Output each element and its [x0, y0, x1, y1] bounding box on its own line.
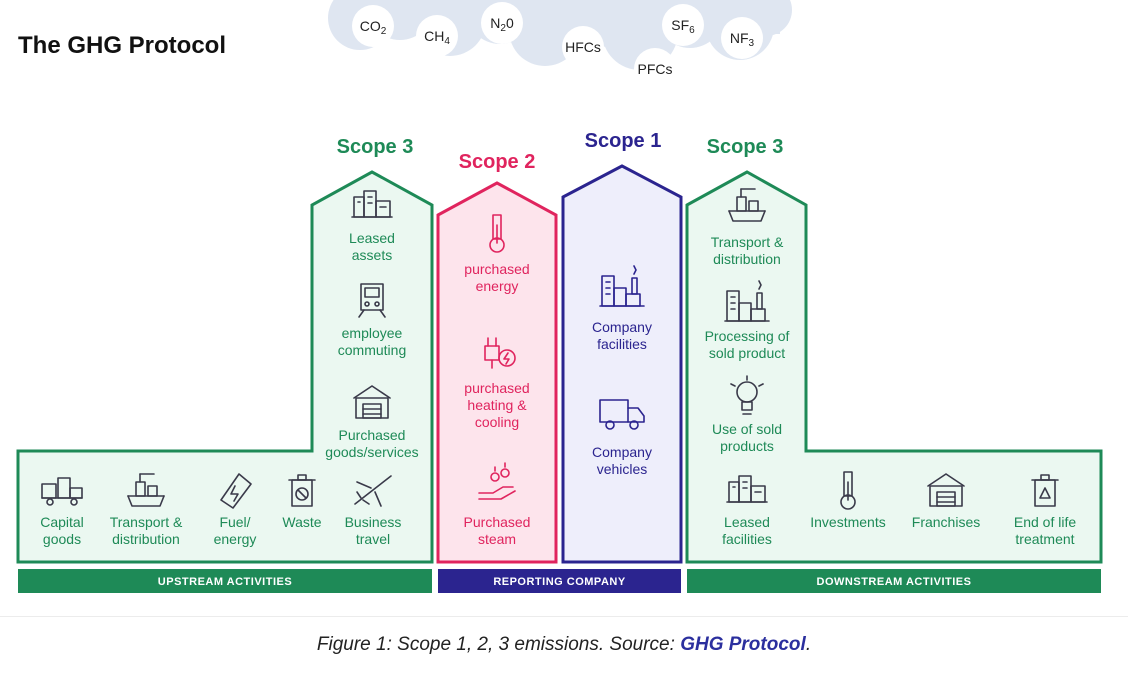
scope3-downstream-tower-label: products: [720, 438, 774, 454]
scope3-downstream-shape: [685, 170, 1103, 564]
scope3-downstream-tower-label: sold product: [709, 345, 785, 361]
factory-icon: [599, 265, 645, 307]
upstream-activities-band: [18, 569, 432, 593]
fuel-battery-icon: [220, 473, 252, 509]
steam-hand-icon: [478, 462, 516, 500]
scope3-upstream-tower-label: Leased: [349, 230, 395, 246]
gas-label: SF6: [671, 17, 695, 36]
franchise-store-icon: [927, 473, 965, 507]
downstream-activities-band: [687, 569, 1101, 593]
scope3-upstream-tower-label: employee: [342, 325, 403, 341]
figure-caption: Figure 1: Scope 1, 2, 3 emissions. Sourc…: [0, 634, 1128, 656]
upstream-item-label: energy: [214, 531, 257, 547]
scope1-item-label: Company: [592, 444, 652, 460]
scope2-item-label: energy: [476, 278, 519, 294]
scope3-upstream-tower-label: commuting: [338, 342, 406, 358]
reporting-company-band-label: REPORTING COMPANY: [493, 576, 626, 588]
airplane-icon: [354, 475, 392, 507]
upstream-item-label: Capital: [40, 514, 84, 530]
gas-label: N20: [490, 15, 514, 34]
upstream-item-label: distribution: [112, 531, 180, 547]
scope3-upstream-tower-label: assets: [352, 247, 392, 263]
processing-factory-icon: [724, 280, 770, 322]
scope3-downstream-tower-label: Use of sold: [712, 421, 782, 437]
leased-assets-icon: [351, 190, 393, 218]
scope3-upstream-shape: [16, 170, 434, 564]
downstream-item-label: facilities: [722, 531, 772, 547]
scope2-item-label: heating &: [467, 397, 527, 413]
downstream-item-label: Leased: [724, 514, 770, 530]
truck-ship-icon: [127, 473, 165, 507]
upstream-item-label: goods: [43, 531, 81, 547]
downstream-item-label: Franchises: [912, 514, 980, 530]
scope1-title: Scope 1: [585, 130, 662, 152]
gas-bubble: SF6: [662, 4, 704, 46]
upstream-activities-band-label: UPSTREAM ACTIVITIES: [158, 576, 292, 588]
scope1-item-label: facilities: [597, 336, 647, 352]
downstream-item-label: End of life: [1014, 514, 1076, 530]
figure-title: The GHG Protocol: [18, 32, 227, 59]
caption-suffix: .: [805, 634, 812, 655]
waste-bin-icon: [288, 474, 316, 507]
gas-label: PFCs: [638, 61, 673, 77]
thermometer-icon: [489, 214, 505, 253]
train-icon: [358, 283, 386, 318]
scope3-upstream-tower-label: Purchased: [339, 427, 406, 443]
upstream-item-label: Business: [345, 514, 402, 530]
upstream-item-label: travel: [356, 531, 390, 547]
scope2-item-label: purchased: [464, 261, 529, 277]
scope2-shape: [436, 181, 558, 564]
scope3-upstream-title: Scope 3: [337, 136, 414, 158]
scope2-item-label: purchased: [464, 380, 529, 396]
scope1-item-label: vehicles: [597, 461, 648, 477]
scope3-downstream-title: Scope 3: [707, 136, 784, 158]
leased-facilities-icon: [726, 475, 768, 503]
investments-icon: [840, 471, 856, 510]
caption-text: Figure 1: Scope 1, 2, 3 emissions. Sourc…: [316, 634, 681, 655]
gas-bubble: PFCs: [634, 48, 676, 90]
scope2-title: Scope 2: [459, 151, 536, 173]
lightbulb-icon: [730, 375, 764, 415]
scope2-item-label: steam: [478, 531, 516, 547]
upstream-item-label: Fuel/: [219, 514, 250, 530]
ghg-protocol-link[interactable]: GHG Protocol: [680, 634, 806, 655]
scope3-upstream-tower-label: goods/services: [325, 444, 418, 460]
gas-label: NF3: [730, 30, 755, 49]
scope2-item-label: cooling: [475, 414, 519, 430]
gas-label: CO2: [360, 18, 387, 37]
plug-icon: [484, 337, 516, 369]
delivery-truck-icon: [599, 399, 645, 430]
scope2-item-label: Purchased: [464, 514, 531, 530]
recycle-bin-icon: [1031, 474, 1059, 507]
scope3-downstream-tower-label: distribution: [713, 251, 781, 267]
gas-bubble: NF3: [721, 17, 763, 59]
warehouse-icon: [353, 385, 391, 419]
gas-bubble: N20: [481, 2, 523, 44]
scope1-item-label: Company: [592, 319, 652, 335]
gas-bubble: CO2: [352, 5, 394, 47]
reporting-company-band: [438, 569, 681, 593]
gas-bubble: CH4: [416, 15, 458, 57]
gas-label: CH4: [424, 28, 450, 47]
transport-icon: [728, 188, 766, 222]
upstream-item-label: Waste: [282, 514, 321, 530]
gas-label: HFCs: [565, 39, 601, 55]
gas-bubble: HFCs: [562, 26, 604, 68]
scope3-downstream-tower-label: Processing of: [705, 328, 790, 344]
downstream-activities-band-label: DOWNSTREAM ACTIVITIES: [817, 576, 972, 588]
scope1-shape: [561, 164, 683, 564]
downstream-item-label: Investments: [810, 514, 885, 530]
scope3-downstream-tower-label: Transport &: [711, 234, 784, 250]
capital-goods-icon: [41, 477, 83, 506]
upstream-item-label: Transport &: [110, 514, 183, 530]
downstream-item-label: treatment: [1015, 531, 1074, 547]
